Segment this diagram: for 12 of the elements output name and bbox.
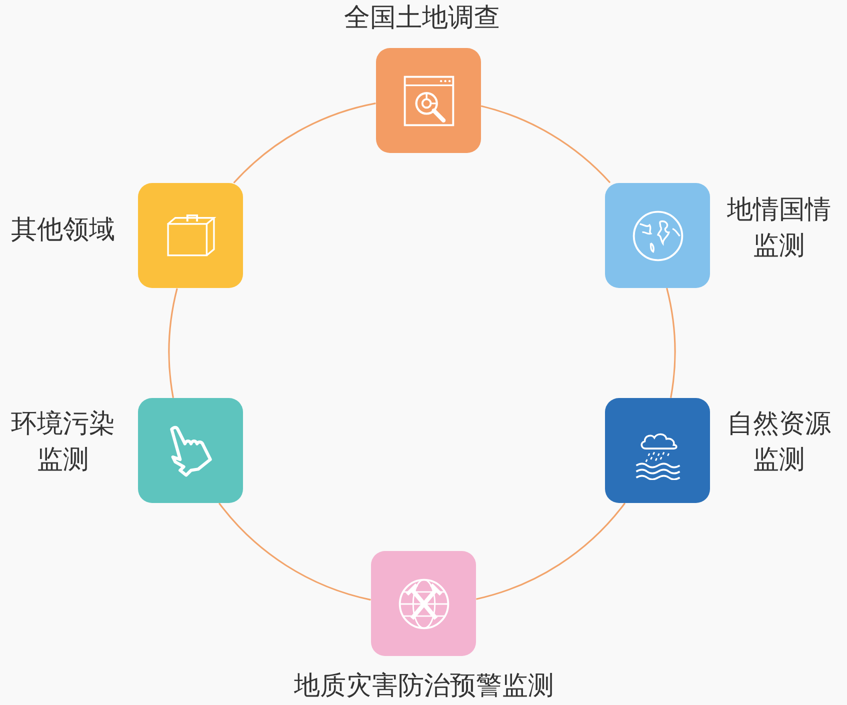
category-label: 环境污染监测 [10,408,116,477]
category-label: 地质灾害防治预警监测 [293,670,555,703]
ring-connector [480,105,611,184]
category-label: 其他领域 [10,214,116,247]
ring-connector [233,102,376,184]
ring-connector [476,502,626,600]
category-label: 全国土地调查 [343,2,501,35]
category-label: 地情国情监测 [726,194,832,263]
ring-connector [666,288,676,398]
ring-connector [168,288,178,398]
ring-connector [218,502,371,601]
category-label: 自然资源监测 [726,408,832,477]
